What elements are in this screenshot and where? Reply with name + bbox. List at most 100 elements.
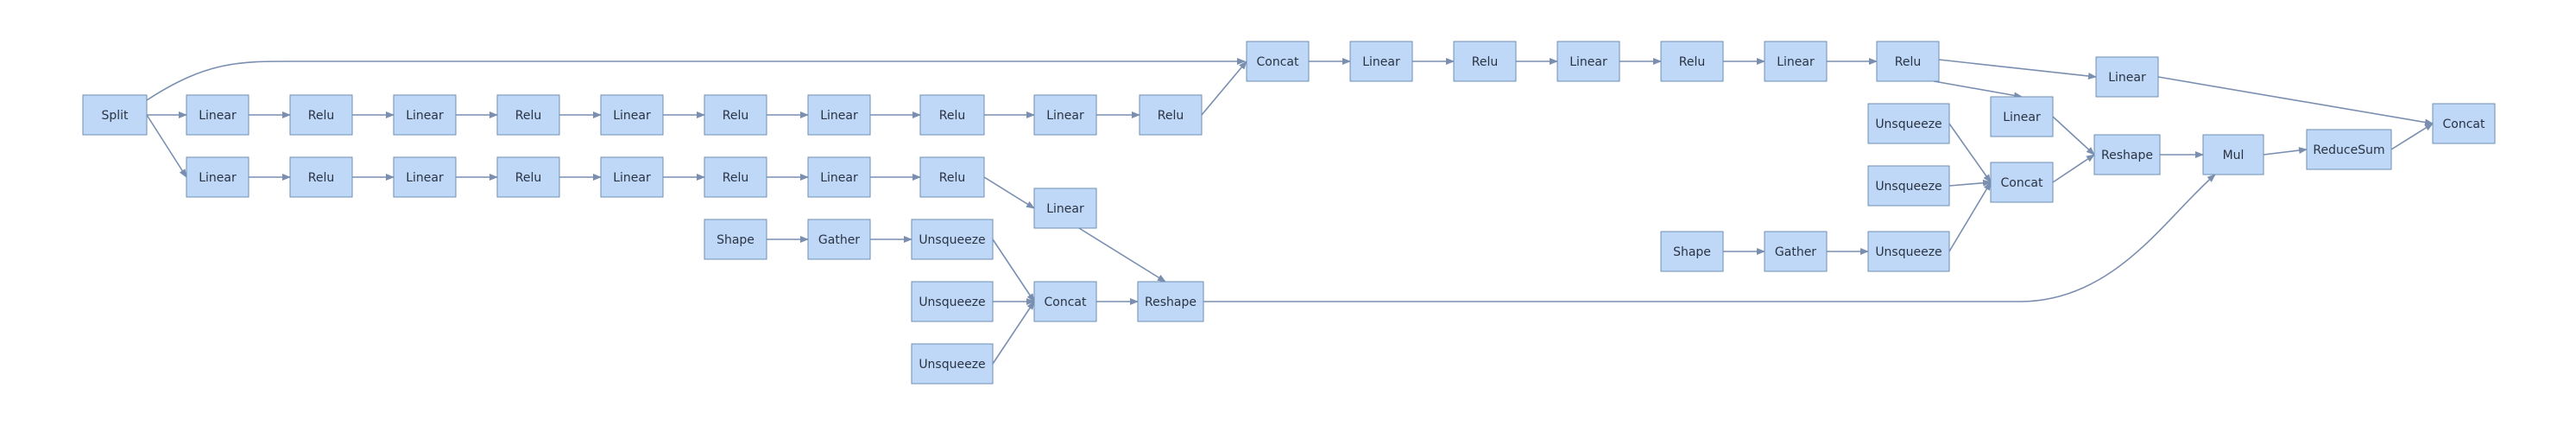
node-reducesum[interactable]: ReduceSum xyxy=(2306,129,2392,170)
node-label: Relu xyxy=(308,109,334,123)
node-label: Relu xyxy=(939,109,965,123)
node-box xyxy=(1764,41,1828,82)
edge-unsq3-to-concat2 xyxy=(992,301,1035,365)
node-box xyxy=(1660,231,1724,272)
edge-reshape1-to-mul xyxy=(1203,174,2216,302)
node-unsq5[interactable]: Unsqueeze xyxy=(1867,165,1950,207)
node-a-relu1[interactable]: Relu xyxy=(289,94,353,136)
node-a-lin1[interactable]: Linear xyxy=(186,94,249,136)
edge-split-to-concat1 xyxy=(146,58,1246,101)
node-gather2[interactable]: Gather xyxy=(1764,231,1828,272)
node-label: Reshape xyxy=(2101,149,2153,162)
node-label: Relu xyxy=(1158,109,1184,123)
node-a-relu2[interactable]: Relu xyxy=(496,94,560,136)
node-b-relu4[interactable]: Relu xyxy=(919,156,985,198)
node-a-lin2[interactable]: Linear xyxy=(393,94,457,136)
edge-mul-to-reducesum xyxy=(2263,147,2308,156)
node-label: Linear xyxy=(820,171,858,185)
node-b-lin2[interactable]: Linear xyxy=(393,156,457,198)
node-a-relu4[interactable]: Relu xyxy=(919,94,985,136)
edge-unsq1-to-concat2 xyxy=(992,238,1035,302)
node-box xyxy=(1990,96,2054,137)
node-box xyxy=(1556,41,1620,82)
node-label: Relu xyxy=(1679,55,1705,69)
node-unsq4[interactable]: Unsqueeze xyxy=(1867,103,1950,144)
node-concat3[interactable]: Concat xyxy=(1990,162,2054,203)
node-box xyxy=(1246,41,1310,82)
node-box xyxy=(2093,134,2161,175)
node-b-lin4[interactable]: Linear xyxy=(807,156,871,198)
node-concat1[interactable]: Concat xyxy=(1246,41,1310,82)
edge-concat3-to-reshape2 xyxy=(2052,154,2095,183)
node-label: Unsqueeze xyxy=(1875,245,1941,259)
node-box xyxy=(1990,162,2054,203)
node-label: Gather xyxy=(818,233,860,247)
node-shape1[interactable]: Shape xyxy=(704,219,767,260)
node-c-lin-low[interactable]: Linear xyxy=(1990,96,2054,137)
node-a-lin5[interactable]: Linear xyxy=(1033,94,1097,136)
node-reshape2[interactable]: Reshape xyxy=(2093,134,2161,175)
node-c-lin-top[interactable]: Linear xyxy=(2095,56,2159,98)
node-c-lin1[interactable]: Linear xyxy=(1349,41,1413,82)
node-label: Linear xyxy=(199,171,237,185)
node-label: Relu xyxy=(308,171,334,185)
node-unsq6[interactable]: Unsqueeze xyxy=(1867,231,1950,272)
node-b-relu2[interactable]: Relu xyxy=(496,156,560,198)
edge-b-lin5-to-reshape1 xyxy=(1078,227,1166,283)
node-label: Relu xyxy=(723,171,748,185)
node-concat-final[interactable]: Concat xyxy=(2432,103,2496,144)
node-box xyxy=(1139,94,1203,136)
node-unsq1[interactable]: Unsqueeze xyxy=(911,219,994,260)
node-label: Shape xyxy=(717,233,754,247)
node-label: Concat xyxy=(1045,296,1087,309)
edge-reducesum-to-concat-final xyxy=(2390,123,2434,150)
node-c-relu3[interactable]: Relu xyxy=(1876,41,1940,82)
node-a-lin3[interactable]: Linear xyxy=(600,94,664,136)
node-label: Linear xyxy=(2108,71,2146,85)
node-a-lin4[interactable]: Linear xyxy=(807,94,871,136)
node-label: Linear xyxy=(2003,111,2041,124)
node-concat2[interactable]: Concat xyxy=(1033,281,1097,322)
edge-c-lin-low-to-reshape2 xyxy=(2052,116,2095,156)
node-label: Relu xyxy=(723,109,748,123)
node-unsq3[interactable]: Unsqueeze xyxy=(911,343,994,385)
node-label: Shape xyxy=(1673,245,1711,259)
node-mul[interactable]: Mul xyxy=(2202,134,2264,175)
node-unsq2[interactable]: Unsqueeze xyxy=(911,281,994,322)
node-box xyxy=(704,94,767,136)
node-box xyxy=(2202,134,2264,175)
node-box xyxy=(496,156,560,198)
node-a-relu3[interactable]: Relu xyxy=(704,94,767,136)
node-box xyxy=(807,94,871,136)
node-c-relu2[interactable]: Relu xyxy=(1660,41,1724,82)
edge-c-relu3-to-c-lin-low xyxy=(1933,80,2023,99)
node-box xyxy=(2432,103,2496,144)
node-gather1[interactable]: Gather xyxy=(807,219,871,260)
node-c-relu1[interactable]: Relu xyxy=(1453,41,1517,82)
node-label: Relu xyxy=(1895,55,1921,69)
node-b-lin1[interactable]: Linear xyxy=(186,156,249,198)
node-label: Mul xyxy=(2223,149,2245,162)
node-label: Relu xyxy=(515,109,541,123)
node-box xyxy=(704,219,767,260)
node-box xyxy=(1867,231,1950,272)
node-reshape1[interactable]: Reshape xyxy=(1137,281,1204,322)
node-b-lin5[interactable]: Linear xyxy=(1033,188,1097,229)
node-split[interactable]: Split xyxy=(82,94,148,136)
node-label: Relu xyxy=(515,171,541,185)
node-a-relu5[interactable]: Relu xyxy=(1139,94,1203,136)
node-b-relu3[interactable]: Relu xyxy=(704,156,767,198)
node-c-lin3[interactable]: Linear xyxy=(1764,41,1828,82)
node-box xyxy=(2306,129,2392,170)
node-b-relu1[interactable]: Relu xyxy=(289,156,353,198)
node-label: ReduceSum xyxy=(2313,143,2384,157)
node-label: Linear xyxy=(406,109,444,123)
node-c-lin2[interactable]: Linear xyxy=(1556,41,1620,82)
node-label: Concat xyxy=(2001,176,2043,190)
node-shape2[interactable]: Shape xyxy=(1660,231,1724,272)
node-box xyxy=(393,156,457,198)
node-box xyxy=(496,94,560,136)
node-label: Linear xyxy=(1046,109,1084,123)
node-b-lin3[interactable]: Linear xyxy=(600,156,664,198)
